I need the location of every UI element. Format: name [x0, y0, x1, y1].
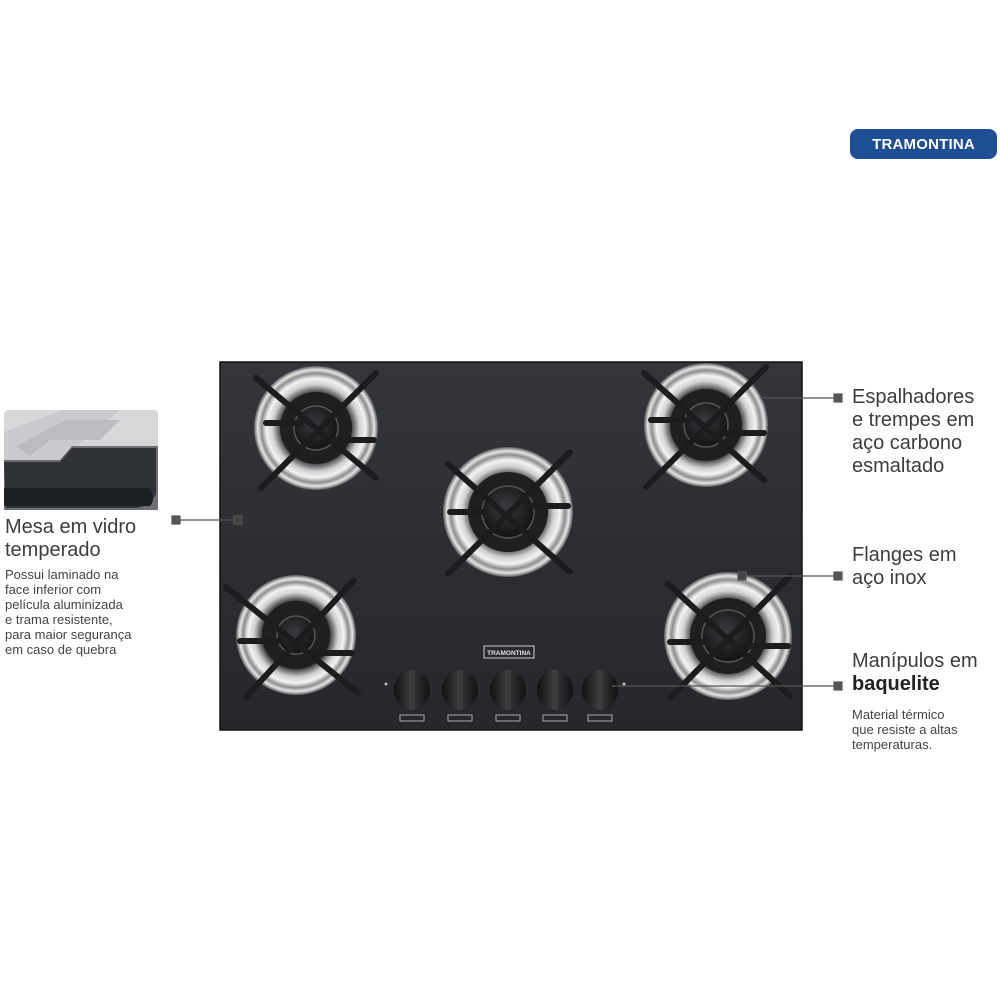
glass-title-line1: Mesa em vidro: [5, 516, 137, 538]
flanges-line1: Flanges em: [852, 544, 957, 566]
spreaders-line4: esmaltado: [852, 455, 945, 477]
glass-desc-line3: película aluminizada: [5, 597, 123, 612]
knob-2[interactable]: [442, 670, 478, 722]
burner-top-left: [253, 366, 379, 491]
knob-5[interactable]: [582, 670, 626, 722]
glass-desc-line2: face inferior com: [5, 582, 102, 597]
glass-desc-line6: em caso de quebra: [5, 642, 117, 657]
spreaders-line3: aço carbono: [852, 432, 963, 454]
glass-callout-desc: Possui laminado na face inferior com pel…: [5, 567, 157, 657]
knob-4[interactable]: [537, 670, 573, 722]
brand-logo-text: TRAMONTINA: [872, 135, 975, 153]
knobs-desc-line2: que resiste a altas: [852, 722, 958, 737]
knob-1[interactable]: [384, 670, 431, 722]
burner-center: [443, 447, 573, 577]
burner-bottom-left: [223, 575, 361, 700]
brand-logo: TRAMONTINA: [850, 129, 997, 159]
panel-logo: TRAMONTINA: [487, 650, 531, 657]
knobs-callout: Manípulos em baquelite: [852, 650, 978, 696]
glass-desc-line5: para maior segurança: [5, 627, 132, 642]
knob-3[interactable]: [490, 670, 526, 722]
spreaders-callout: Espalhadores e trempes em aço carbono es…: [852, 386, 974, 478]
glass-detail-inset: [4, 410, 158, 510]
glass-callout-title: Mesa em vidro temperado: [5, 516, 136, 562]
flanges-callout: Flanges em aço inox: [852, 544, 957, 590]
control-knobs: [384, 670, 626, 722]
glass-desc-line1: Possui laminado na: [5, 567, 119, 582]
callout-leaders: [171, 393, 843, 691]
glass-title-line2: temperado: [5, 539, 101, 561]
flanges-line2: aço inox: [852, 567, 927, 589]
burner-bottom-right: [664, 572, 793, 701]
spreaders-line2: e trempes em: [852, 409, 975, 431]
burner-top-right: [641, 363, 769, 490]
knobs-line2: baquelite: [852, 673, 940, 695]
glass-desc-line4: e trama resistente,: [5, 612, 113, 627]
knobs-desc-line3: temperaturas.: [852, 737, 933, 752]
spreaders-line1: Espalhadores: [852, 386, 975, 408]
knobs-callout-desc: Material térmico que resiste a altas tem…: [852, 707, 980, 752]
knobs-line1: Manípulos em: [852, 650, 978, 672]
knobs-desc-line1: Material térmico: [852, 707, 945, 722]
